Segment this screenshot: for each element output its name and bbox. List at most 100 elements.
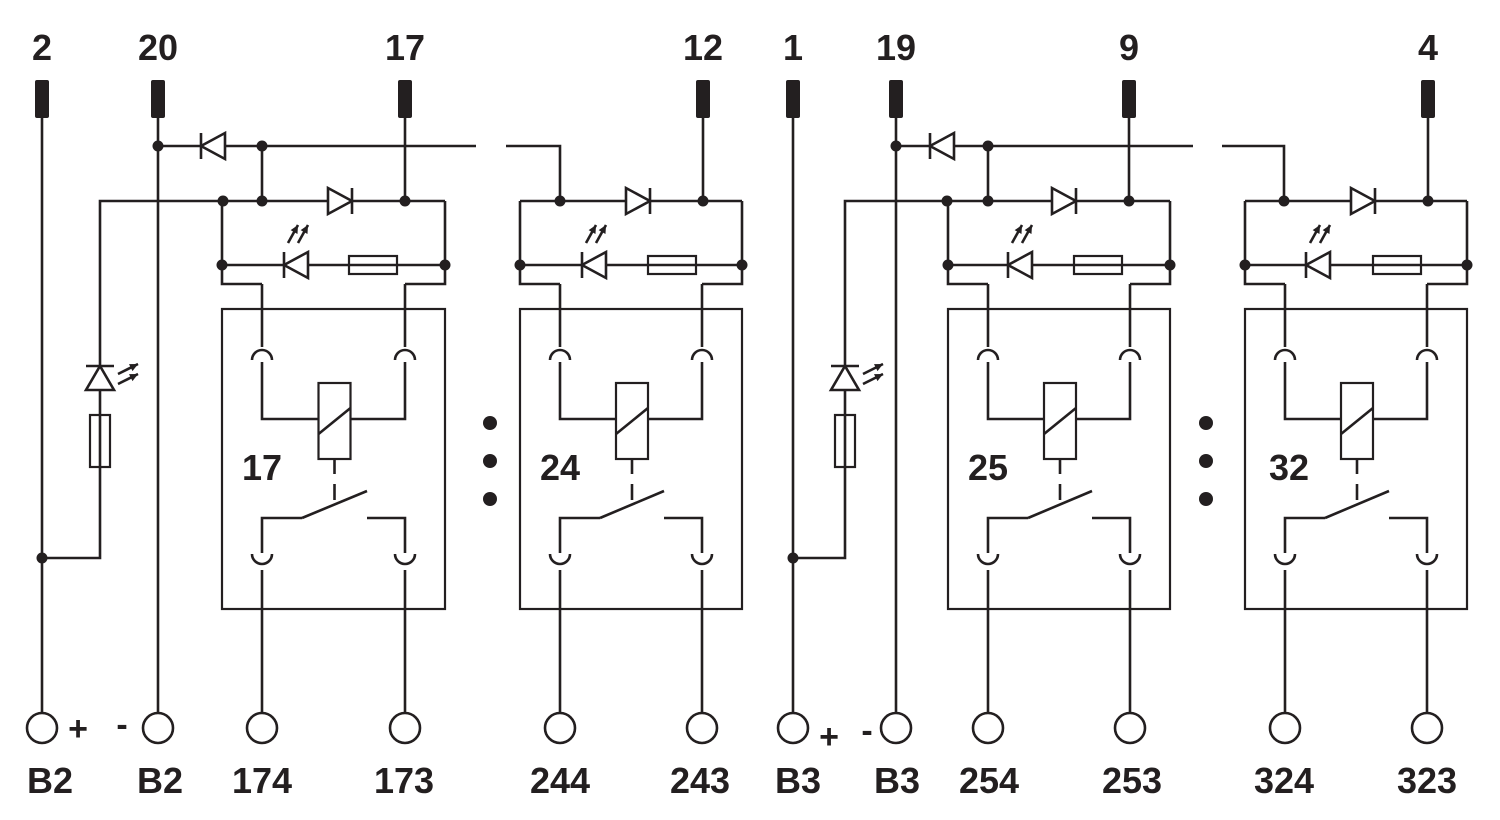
relay-channel-25: 25 bbox=[968, 447, 1008, 488]
wire bbox=[1373, 362, 1429, 421]
resistor-icon bbox=[1072, 254, 1124, 276]
diode-triangle bbox=[927, 130, 956, 162]
junction-dot bbox=[697, 195, 709, 207]
arrow-head bbox=[874, 364, 883, 372]
socket-contact bbox=[1273, 348, 1297, 361]
socket-contact bbox=[1118, 348, 1142, 361]
diode-icon bbox=[198, 130, 227, 162]
terminal-label-253: 253 bbox=[1102, 760, 1162, 801]
wire bbox=[648, 362, 704, 421]
diode-icon bbox=[326, 185, 355, 217]
diode-icon bbox=[927, 130, 956, 162]
arrow-head bbox=[1024, 225, 1032, 234]
led-triangle bbox=[828, 363, 862, 392]
ellipsis-dot bbox=[483, 454, 497, 468]
diode-triangle bbox=[624, 185, 653, 217]
junction-dot bbox=[554, 195, 566, 207]
led-icon bbox=[584, 224, 608, 244]
wire bbox=[518, 265, 560, 286]
terminal-circle bbox=[776, 711, 810, 745]
pin-label-12: 12 bbox=[683, 27, 723, 68]
terminal-circle bbox=[1113, 711, 1147, 745]
socket-contact bbox=[548, 348, 572, 361]
terminal-label-324: 324 bbox=[1254, 760, 1314, 801]
led-icon bbox=[1308, 224, 1332, 244]
junction-dot bbox=[890, 140, 902, 152]
junction-dot bbox=[514, 259, 526, 271]
terminal-circle bbox=[971, 711, 1005, 745]
terminal-label-243: 243 bbox=[670, 760, 730, 801]
led-icon bbox=[1010, 224, 1034, 244]
relay-coil-icon bbox=[1339, 381, 1375, 461]
wire bbox=[405, 265, 447, 286]
junction-dot bbox=[1461, 259, 1473, 271]
junction-dot bbox=[152, 140, 164, 152]
switch-blade bbox=[301, 489, 368, 520]
junction-dot bbox=[982, 195, 994, 207]
coil-slash bbox=[1340, 406, 1374, 436]
top-pin-labels: 2 20 17 12 1 19 9 4 bbox=[32, 27, 1438, 68]
terminal-circle bbox=[245, 711, 279, 745]
diode-triangle bbox=[1303, 249, 1332, 281]
led-triangle bbox=[83, 363, 117, 392]
coil-slash bbox=[1043, 406, 1077, 436]
arrow-head bbox=[129, 364, 138, 372]
wire bbox=[558, 362, 616, 421]
wire bbox=[1130, 265, 1172, 286]
wire bbox=[986, 516, 1028, 553]
polarity-plus-b3: + bbox=[819, 718, 839, 756]
diode-triangle bbox=[281, 249, 310, 281]
wire bbox=[1076, 362, 1132, 421]
arrow-head bbox=[300, 225, 308, 234]
terminal-circle bbox=[685, 711, 719, 745]
terminal-circle bbox=[25, 711, 59, 745]
junction-dot bbox=[216, 259, 228, 271]
arrow-head bbox=[1312, 225, 1320, 234]
relay-channel-32: 32 bbox=[1269, 447, 1309, 488]
resistor-icon bbox=[347, 254, 399, 276]
switch-blade bbox=[599, 489, 665, 520]
socket-contact bbox=[690, 553, 714, 566]
arrow-head bbox=[598, 225, 606, 234]
resistor-icon bbox=[1371, 254, 1423, 276]
terminal-label-b3-plus: B3 bbox=[775, 760, 821, 801]
bottom-terminal-labels: B2 B2 174 173 244 243 B3 B3 254 253 324 … bbox=[27, 760, 1457, 801]
diode-icon bbox=[624, 185, 653, 217]
junction-dot bbox=[736, 259, 748, 271]
socket-contact bbox=[1273, 553, 1297, 566]
pin-connector bbox=[786, 80, 800, 118]
diode-icon bbox=[1349, 185, 1378, 217]
junction-dot bbox=[1422, 195, 1434, 207]
pin-connector bbox=[696, 80, 710, 118]
wire bbox=[1222, 144, 1286, 201]
relay-coil-icon bbox=[317, 381, 352, 461]
switch-blade bbox=[1027, 489, 1093, 520]
ellipsis-dot bbox=[483, 416, 497, 430]
diode-triangle bbox=[326, 185, 355, 217]
relay-module-box bbox=[1243, 307, 1469, 611]
junction-dot bbox=[439, 259, 451, 271]
polarity-minus-b2: - bbox=[116, 706, 127, 744]
junction-dot bbox=[1164, 259, 1176, 271]
wire bbox=[1092, 516, 1132, 553]
pin-label-1: 1 bbox=[783, 27, 803, 68]
wire bbox=[1283, 362, 1341, 421]
diode-triangle bbox=[579, 249, 608, 281]
diode-triangle bbox=[1050, 185, 1079, 217]
ellipsis-dot bbox=[1199, 454, 1213, 468]
relay-channel-labels: 17 24 25 32 bbox=[242, 447, 1309, 488]
junction-dot bbox=[942, 259, 954, 271]
polarity-minus-b3: - bbox=[861, 712, 872, 750]
arrow-head bbox=[1014, 225, 1022, 234]
junction-dot bbox=[256, 195, 268, 207]
terminal-label-b3-minus: B3 bbox=[874, 760, 920, 801]
wire bbox=[367, 516, 407, 553]
coil-slash bbox=[317, 406, 352, 436]
relay-module-box bbox=[220, 307, 447, 611]
relay-channel-24: 24 bbox=[540, 447, 580, 488]
junction-dot bbox=[941, 195, 953, 207]
relay-channel-17: 17 bbox=[242, 447, 282, 488]
wire bbox=[702, 265, 744, 286]
pin-label-2: 2 bbox=[32, 27, 52, 68]
socket-contact bbox=[548, 553, 572, 566]
